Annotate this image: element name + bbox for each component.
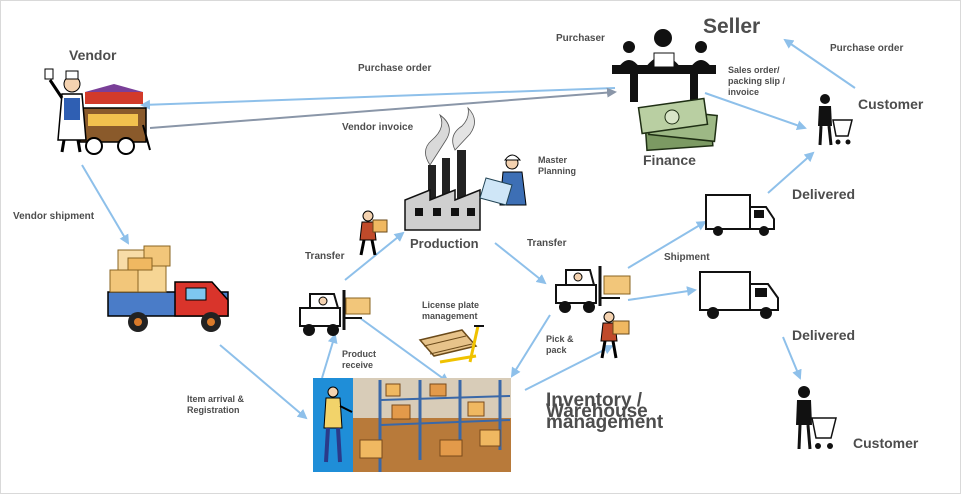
- arrow-delivered-bottom: [782, 336, 802, 380]
- sales-order-label: Sales order/ packing slip / invoice: [728, 65, 786, 97]
- arrow-delivered-top: [767, 151, 815, 194]
- arrow-vendor-shipment: [81, 164, 130, 245]
- master-planning-label: Master Planning: [538, 155, 576, 176]
- master-planner-icon: [479, 154, 527, 206]
- arrow-inventory-out: [524, 345, 614, 391]
- customer-shopper-bottom-icon: [796, 386, 837, 450]
- flow-arrows: [81, 38, 856, 420]
- box-truck-bottom-icon: [699, 271, 779, 319]
- arrow-transfer-right: [494, 242, 547, 285]
- arrow-sales-order: [704, 92, 807, 131]
- vendor-shipment-label: Vendor shipment: [13, 211, 95, 222]
- arrow-pick-pack: [510, 314, 551, 378]
- forklift-right-icon: [555, 266, 631, 313]
- inventory-warehouse-label: Inventory / Warehouse management: [546, 390, 664, 433]
- seller-title: Seller: [703, 15, 761, 38]
- arrow-forklift-inventory: [359, 317, 450, 384]
- box-truck-top-icon: [705, 194, 775, 236]
- pallet-jack-icon: [418, 325, 484, 364]
- arrow-vendor-invoice: [149, 87, 617, 129]
- delivered-top-label: Delivered: [792, 186, 856, 202]
- factory-icon: [404, 106, 481, 231]
- arrow-shipment-truck-bottom: [627, 286, 697, 301]
- arrow-item-arrival: [219, 344, 308, 420]
- warehouse-scene-icon: [313, 378, 511, 472]
- delivery-truck-boxes-icon: [107, 245, 229, 332]
- worker-pick-pack-icon: [600, 311, 630, 359]
- transfer-right-label: Transfer: [527, 238, 567, 249]
- arrow-purchase-order: [140, 87, 616, 110]
- arrow-transfer-left: [344, 231, 405, 281]
- seller-meeting-icon: [612, 29, 716, 102]
- customer-purchase-order-label: Purchase order: [830, 43, 904, 54]
- finance-money-icon: [637, 97, 719, 152]
- item-arrival-label: Item arrival & Registration: [187, 394, 245, 415]
- vendor-invoice-label: Vendor invoice: [342, 122, 414, 133]
- customer-bottom-label: Customer: [853, 435, 919, 451]
- worker-carrying-box-icon: [359, 210, 388, 256]
- arrow-shipment-truck-top: [627, 220, 707, 269]
- customer-top-label: Customer: [858, 96, 924, 112]
- purchaser-label: Purchaser: [556, 33, 605, 44]
- transfer-left-label: Transfer: [305, 251, 345, 262]
- forklift-left-icon: [299, 290, 371, 336]
- purchase-order-label: Purchase order: [358, 63, 432, 74]
- shipment-label: Shipment: [664, 252, 710, 263]
- delivered-bottom-label: Delivered: [792, 327, 856, 343]
- arrow-customer-purchase-order: [783, 38, 856, 89]
- vendor-merchant-icon: [44, 68, 151, 155]
- production-label: Production: [410, 236, 479, 251]
- finance-label: Finance: [643, 152, 696, 168]
- arrow-product-receive: [321, 333, 338, 379]
- vendor-title: Vendor: [69, 47, 117, 63]
- customer-shopper-top-icon: [818, 94, 853, 146]
- product-receive-label: Product receive: [342, 349, 377, 370]
- license-plate-label: License plate management: [422, 300, 480, 321]
- pick-pack-label: Pick & pack: [546, 334, 574, 355]
